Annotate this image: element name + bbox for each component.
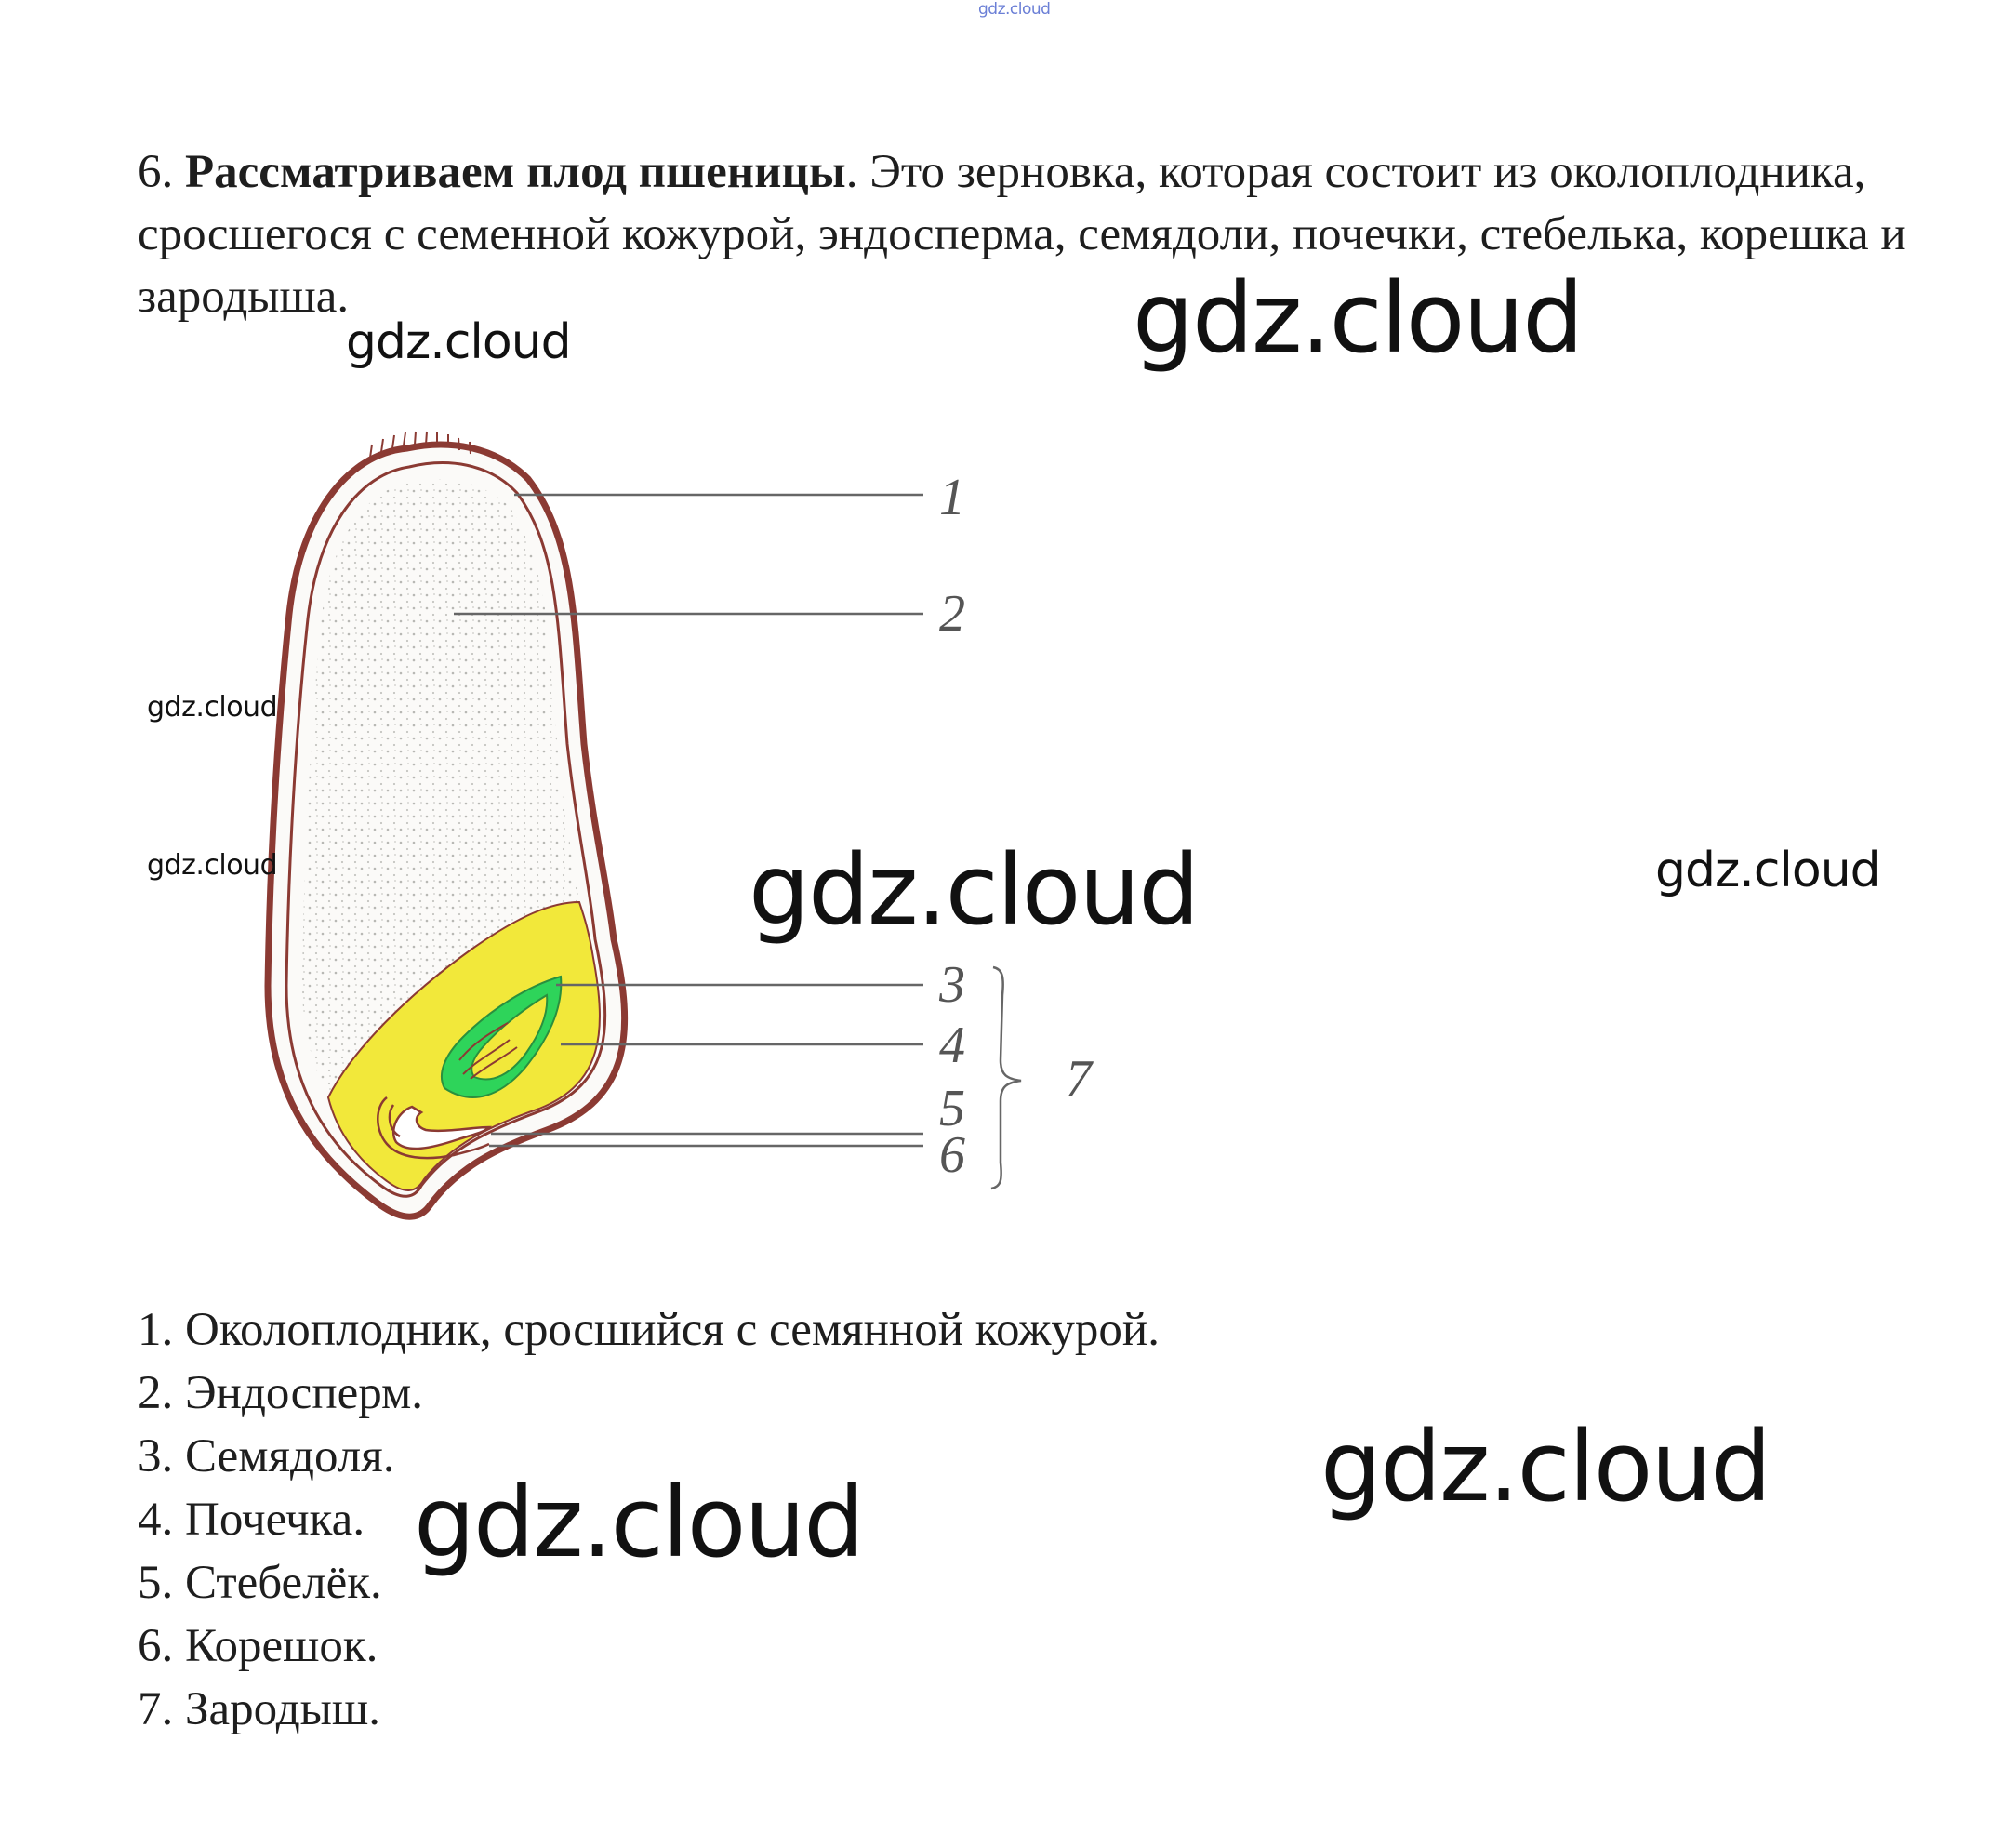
legend-item: 2. Эндосперм.: [138, 1362, 1160, 1425]
legend-item: 6. Корешок.: [138, 1615, 1160, 1678]
label-4: 4: [939, 1017, 965, 1074]
legend-item: 7. Зародыш.: [138, 1678, 1160, 1741]
watermark: gdz.cloud: [147, 852, 277, 880]
label-2: 2: [939, 585, 965, 643]
task-number: 6.: [138, 146, 173, 198]
watermark: gdz.cloud: [414, 1474, 863, 1571]
label-7: 7: [1066, 1050, 1094, 1108]
wheat-grain-diagram: 1 2 3 4 5 6 7: [138, 344, 1133, 1265]
label-6: 6: [939, 1126, 965, 1184]
top-watermark: gdz.cloud: [978, 0, 1050, 19]
watermark: gdz.cloud: [1133, 270, 1582, 366]
watermark: gdz.cloud: [346, 318, 571, 366]
watermark: gdz.cloud: [1320, 1418, 1770, 1515]
watermark: gdz.cloud: [1655, 846, 1880, 895]
wheat-grain-svg: 1 2 3 4 5 6 7: [138, 344, 1133, 1265]
task-title: Рассматриваем плод пшеницы: [185, 146, 846, 198]
watermark: gdz.cloud: [147, 694, 277, 722]
legend-item: 1. Околоплодник, сросшийся с семянной ко…: [138, 1298, 1160, 1362]
task-statement: 6. Рассматриваем плод пшеницы. Это зерно…: [138, 141, 1923, 328]
embryo-bracket: [991, 967, 1021, 1189]
label-1: 1: [939, 469, 965, 526]
label-3: 3: [938, 956, 965, 1014]
watermark: gdz.cloud: [749, 842, 1198, 938]
